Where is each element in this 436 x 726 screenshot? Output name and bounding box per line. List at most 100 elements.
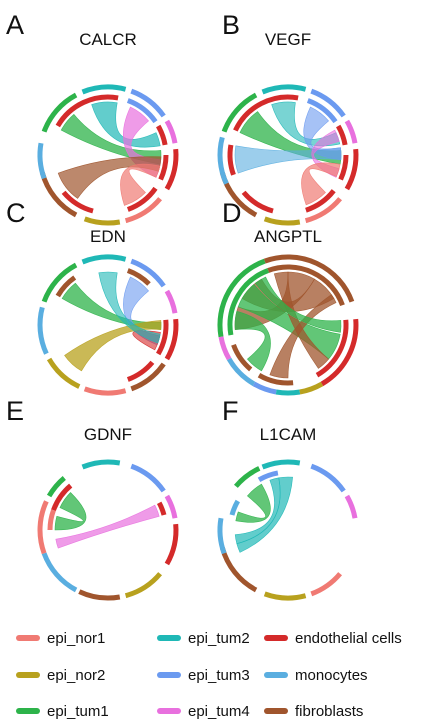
inner-arc-fibroblasts bbox=[231, 343, 253, 372]
outer-arc-epi_nor1 bbox=[37, 500, 49, 555]
inner-arc-fibroblasts bbox=[257, 372, 294, 386]
inner-arc-endothelial bbox=[55, 94, 119, 128]
outer-arc-epi_nor1 bbox=[304, 197, 343, 224]
chord-fibroblasts bbox=[269, 294, 337, 379]
legend-item-epi_nor1: epi_nor1 bbox=[16, 630, 105, 647]
inner-arc-endothelial bbox=[241, 190, 274, 214]
legend-item-epi_nor2: epi_nor2 bbox=[16, 667, 105, 684]
outer-arc-monocytes bbox=[217, 136, 229, 185]
legend-label: monocytes bbox=[295, 667, 368, 684]
inner-arc-endothelial bbox=[51, 483, 73, 512]
inner-arc-endothelial bbox=[156, 501, 167, 516]
legend-label: epi_tum1 bbox=[47, 703, 109, 720]
outer-arc-fibroblasts bbox=[78, 589, 121, 601]
outer-arc-epi_tum4 bbox=[164, 289, 178, 314]
outer-arc-epi_nor2 bbox=[263, 591, 307, 601]
outer-arc-epi_tum4 bbox=[164, 119, 178, 144]
inner-arc-epi_tum3 bbox=[306, 98, 338, 124]
chord-epi_tum3 bbox=[303, 106, 342, 160]
outer-arc-monocytes bbox=[37, 142, 47, 180]
outer-arc-endothelial bbox=[344, 148, 359, 191]
legend-swatch bbox=[157, 708, 181, 714]
chord-epi_tum2 bbox=[271, 101, 341, 147]
outer-arc-epi_tum1 bbox=[46, 475, 66, 498]
panel-letter: B bbox=[222, 10, 240, 40]
outer-arc-epi_tum1 bbox=[221, 92, 258, 133]
legend-label: epi_nor1 bbox=[47, 630, 105, 647]
legend-item-endothelial: endothelial cells bbox=[264, 630, 402, 647]
outer-arc-epi_tum3 bbox=[252, 381, 277, 395]
panel-title: GDNF bbox=[84, 425, 132, 444]
legend-label: epi_tum2 bbox=[188, 630, 250, 647]
legend: epi_nor1 epi_tum2 endothelial cells epi_nor… bbox=[16, 630, 402, 720]
inner-arc-endothelial bbox=[227, 144, 236, 176]
panel-e: E GDNF bbox=[6, 396, 179, 601]
chord-epi_nor2 bbox=[64, 320, 162, 372]
legend-item-fibroblasts: fibroblasts bbox=[264, 703, 363, 720]
panel-letter: E bbox=[6, 396, 24, 426]
panel-b: B VEGF bbox=[217, 10, 359, 226]
outer-arc-epi_nor1 bbox=[83, 386, 127, 396]
legend-item-epi_tum3: epi_tum3 bbox=[157, 667, 250, 684]
outer-arc-epi_tum4 bbox=[218, 336, 232, 361]
outer-arc-epi_tum4 bbox=[344, 494, 358, 519]
legend-label: fibroblasts bbox=[295, 703, 363, 720]
panel-title: ANGPTL bbox=[254, 227, 322, 246]
inner-arc-epi_tum1 bbox=[227, 268, 270, 336]
chord-epi_tum1 bbox=[234, 310, 271, 372]
outer-arc-epi_tum1 bbox=[217, 258, 266, 338]
outer-arc-monocytes bbox=[217, 517, 227, 555]
legend-swatch bbox=[16, 672, 40, 678]
inner-arc-endothelial bbox=[126, 186, 158, 212]
outer-arc-epi_tum2 bbox=[81, 84, 127, 95]
legend-label: epi_nor2 bbox=[47, 667, 105, 684]
chord-epi_tum2 bbox=[234, 477, 281, 545]
outer-arc-epi_tum2 bbox=[261, 84, 307, 95]
legend-item-epi_tum1: epi_tum1 bbox=[16, 703, 109, 720]
legend-swatch bbox=[157, 635, 181, 641]
inner-arc-endothelial bbox=[335, 124, 348, 146]
outer-arc-monocytes bbox=[37, 306, 49, 355]
inner-arc-endothelial bbox=[61, 190, 94, 214]
inner-arc-epi_tum3 bbox=[257, 470, 279, 483]
panel-letter: C bbox=[6, 198, 26, 228]
inner-arc-endothelial bbox=[233, 94, 299, 132]
outer-arc-epi_nor1 bbox=[310, 572, 343, 597]
legend-label: endothelial cells bbox=[295, 630, 402, 647]
legend-swatch bbox=[264, 708, 288, 714]
outer-arc-endothelial bbox=[320, 318, 359, 387]
inner-arc-endothelial bbox=[126, 360, 155, 382]
outer-arc-epi_tum3 bbox=[130, 258, 166, 288]
inner-arc-epi_tum3 bbox=[126, 98, 158, 124]
chord-epi_tum1 bbox=[54, 492, 87, 531]
outer-arc-epi_tum1 bbox=[233, 466, 261, 488]
legend-label: epi_tum3 bbox=[188, 667, 250, 684]
outer-arc-epi_tum2 bbox=[261, 459, 301, 470]
panel-title: CALCR bbox=[79, 30, 137, 49]
chord-epi_tum2 bbox=[98, 271, 161, 344]
outer-arc-epi_nor2 bbox=[124, 572, 163, 599]
inner-arc-epi_nor1 bbox=[47, 509, 56, 531]
legend-item-epi_tum2: epi_tum2 bbox=[157, 630, 250, 647]
outer-arc-epi_tum1 bbox=[41, 92, 78, 133]
panel-title: VEGF bbox=[265, 30, 311, 49]
legend-swatch bbox=[16, 708, 40, 714]
chord-epi_nor1 bbox=[120, 163, 161, 206]
outer-arc-epi_nor2 bbox=[263, 216, 301, 226]
panel-a: A CALCR bbox=[6, 10, 179, 226]
panel-letter: F bbox=[222, 396, 239, 426]
legend-item-monocytes: monocytes bbox=[264, 667, 368, 684]
outer-arc-endothelial bbox=[164, 318, 179, 361]
panel-letter: A bbox=[6, 10, 24, 40]
inner-arc-endothelial bbox=[305, 189, 336, 213]
outer-arc-epi_tum3 bbox=[130, 463, 166, 493]
outer-arc-endothelial bbox=[164, 148, 179, 191]
inner-arc-fibroblasts bbox=[55, 275, 77, 298]
outer-arc-fibroblasts bbox=[130, 362, 166, 392]
chord-epi_tum4 bbox=[55, 504, 160, 549]
chord-epi_nor1 bbox=[301, 162, 341, 206]
